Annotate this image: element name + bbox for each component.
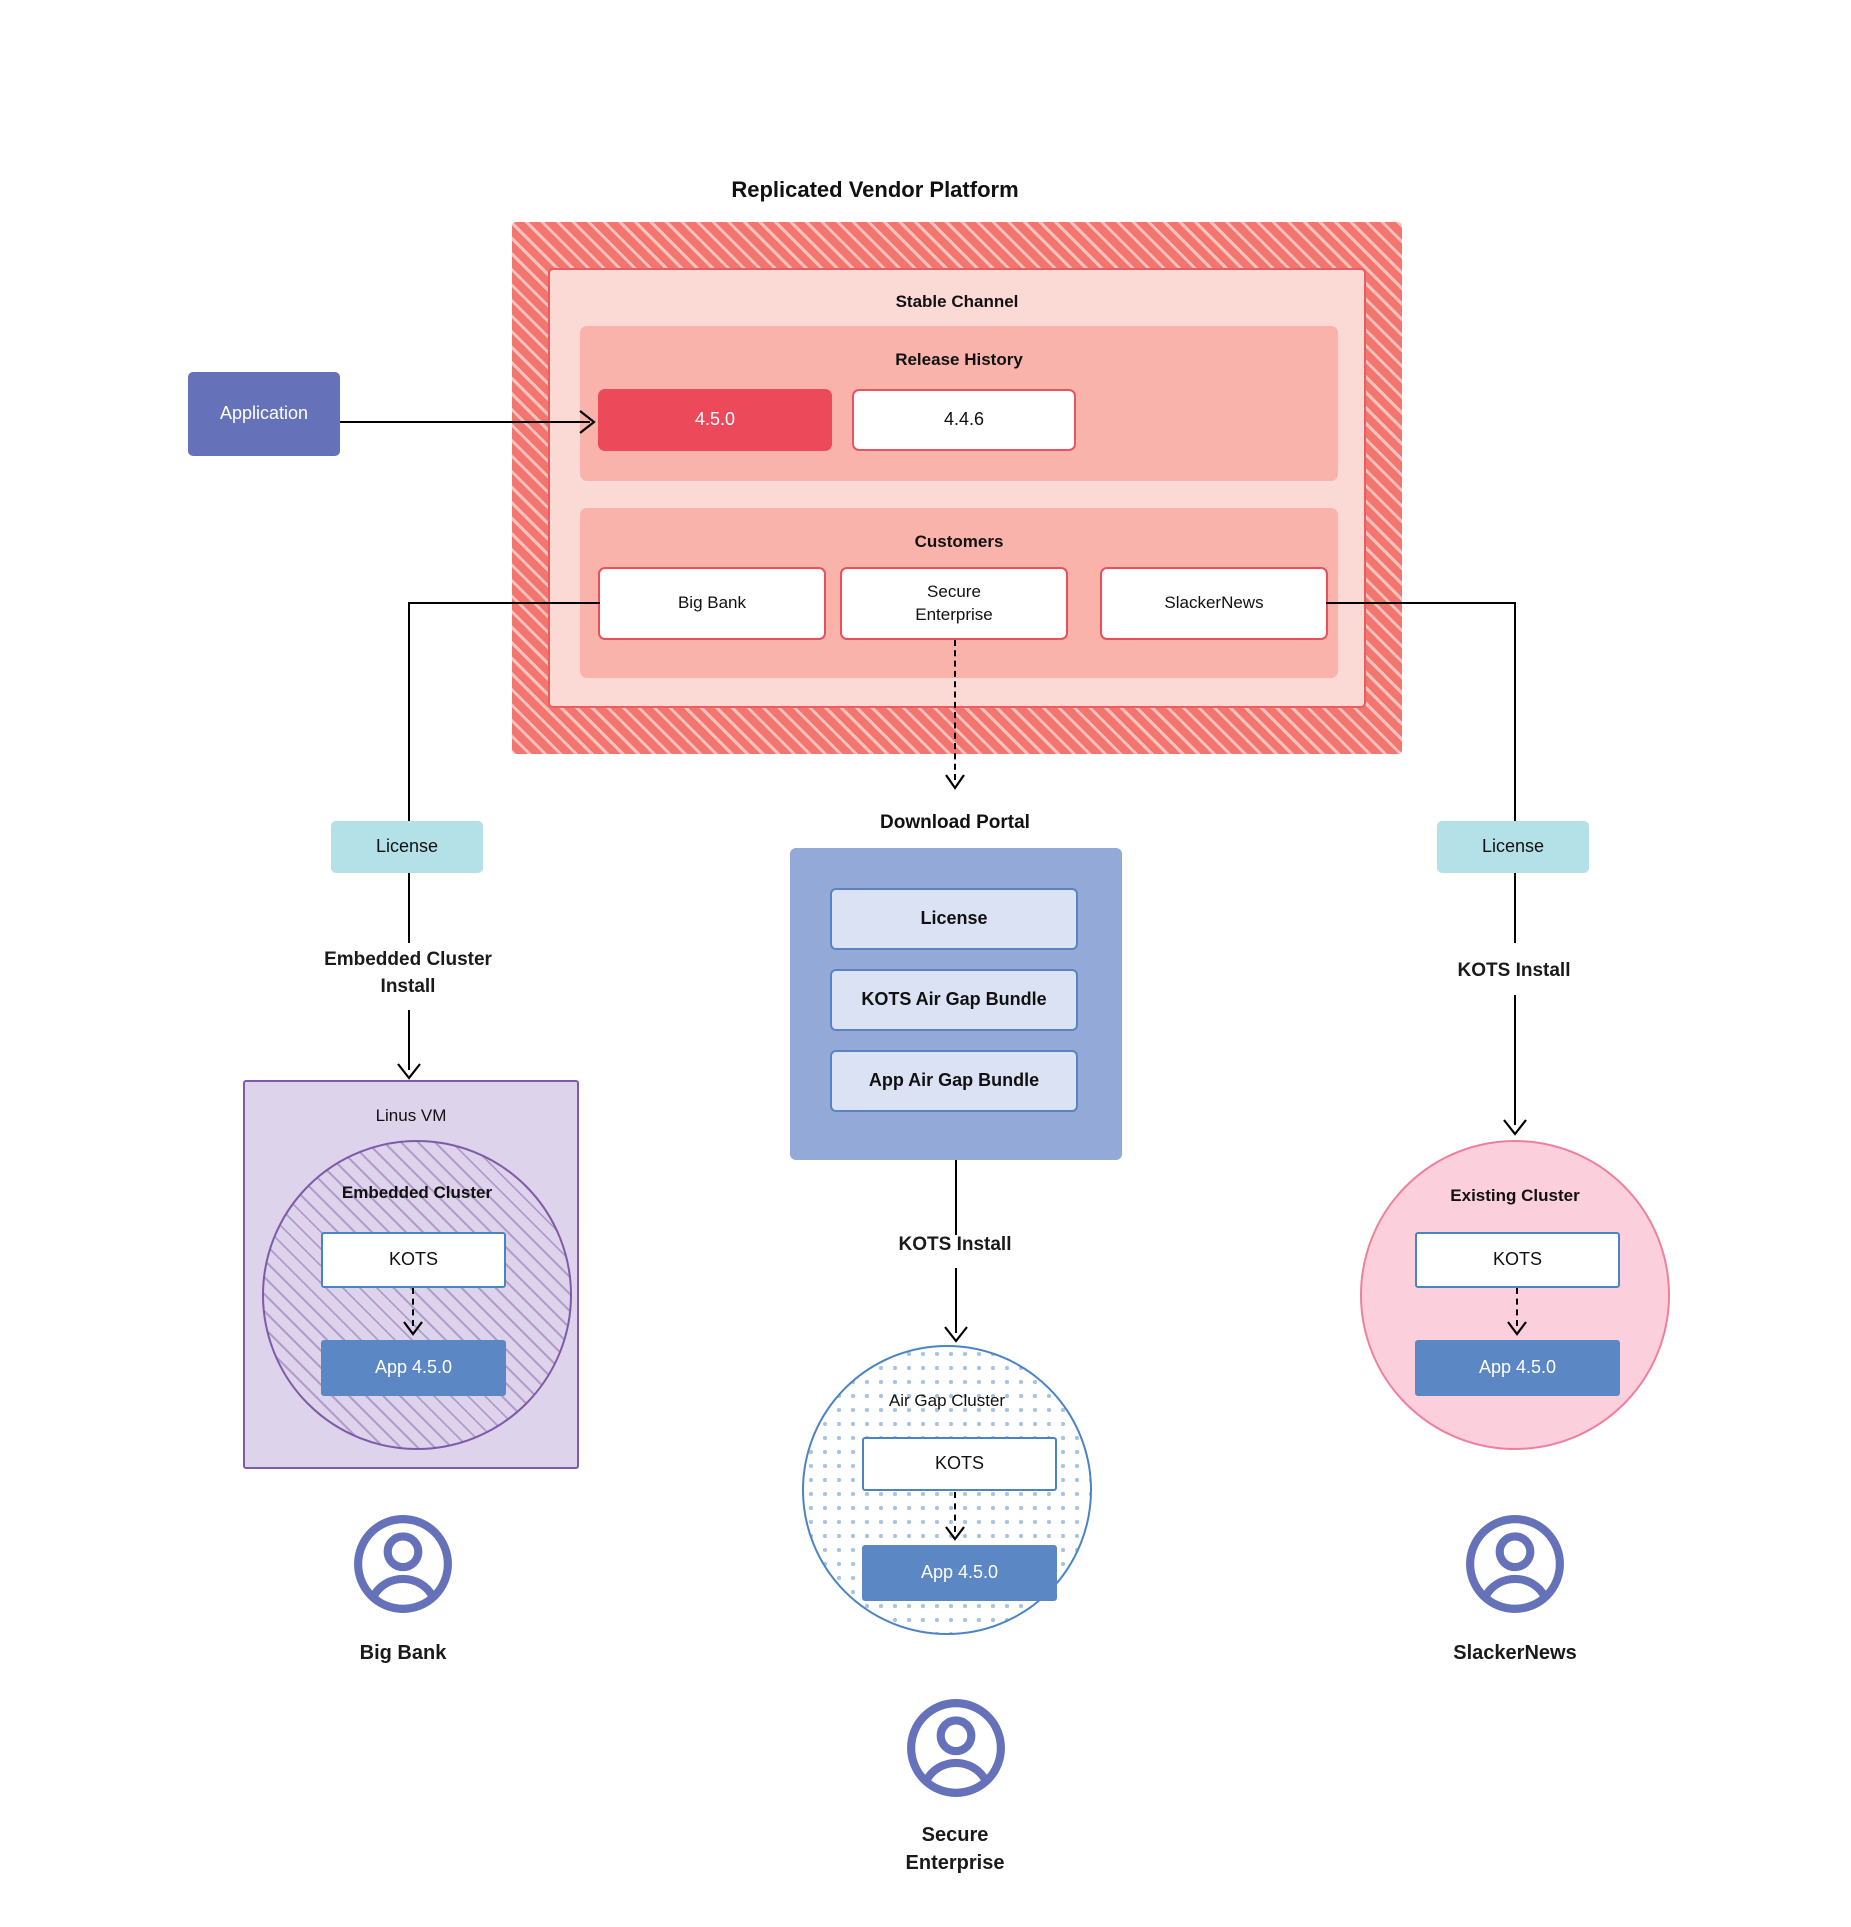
connector-kots-to-app-left — [412, 1288, 414, 1326]
customer-name-center-line2: Enterprise — [905, 1852, 1005, 1874]
customer-box-slackernews[interactable]: SlackerNews — [1100, 567, 1328, 640]
license-chip-left[interactable]: License — [331, 821, 483, 873]
app-box-center[interactable]: App 4.5.0 — [862, 1545, 1057, 1601]
user-avatar-icon — [354, 1515, 452, 1613]
arrowhead-left-to-vm — [397, 1063, 421, 1080]
license-chip-right[interactable]: License — [1437, 821, 1589, 873]
arrowhead-center-to-cluster — [944, 1326, 968, 1343]
connector-right-to-cluster — [1514, 995, 1516, 1125]
page-title: Replicated Vendor Platform — [731, 176, 1019, 202]
user-avatar-icon — [1466, 1515, 1564, 1613]
portal-item-kots-air-gap-bundle[interactable]: KOTS Air Gap Bundle — [830, 969, 1078, 1031]
user-avatar-icon — [907, 1699, 1005, 1797]
customers-label: Customers — [914, 531, 1004, 551]
connector-portal-down — [955, 1160, 957, 1235]
kots-box-left[interactable]: KOTS — [321, 1232, 506, 1288]
arrowhead-right-to-cluster — [1503, 1119, 1527, 1136]
arrowhead-kots-to-app-center — [945, 1526, 965, 1541]
connector-license-left-down — [408, 873, 410, 943]
connector-bigbank-horizontal — [408, 602, 600, 604]
app-box-right[interactable]: App 4.5.0 — [1415, 1340, 1620, 1396]
kots-box-center[interactable]: KOTS — [862, 1437, 1057, 1491]
portal-item-app-air-gap-bundle[interactable]: App Air Gap Bundle — [830, 1050, 1078, 1112]
connector-center-to-cluster — [955, 1268, 957, 1333]
customer-name-center-line1: Secure — [921, 1824, 989, 1846]
download-portal-title: Download Portal — [880, 811, 1030, 833]
release-history-label: Release History — [895, 349, 1023, 369]
connector-application-to-release — [340, 421, 590, 423]
connector-bigbank-vertical — [408, 602, 410, 850]
embedded-cluster-label: Embedded Cluster — [341, 1182, 493, 1202]
air-gap-cluster-label: Air Gap Cluster — [888, 1390, 1006, 1410]
connector-license-right-down — [1514, 873, 1516, 943]
customer-box-big-bank[interactable]: Big Bank — [598, 567, 826, 640]
connector-secure-enterprise-dashed — [954, 640, 956, 780]
arrowhead-application-to-release — [579, 410, 596, 434]
existing-cluster-label: Existing Cluster — [1450, 1185, 1580, 1205]
customer-name-left: Big Bank — [359, 1642, 447, 1664]
connector-kots-to-app-right — [1516, 1288, 1518, 1326]
application-box[interactable]: Application — [188, 372, 340, 456]
stable-channel-label: Stable Channel — [895, 291, 1019, 311]
install-label-left-line1: Embedded Cluster — [324, 948, 492, 970]
embedded-cluster-circle — [262, 1140, 572, 1450]
connector-slackernews-horizontal — [1326, 602, 1516, 604]
arrowhead-secure-enterprise-to-portal — [945, 774, 965, 790]
connector-left-to-vm — [408, 1010, 410, 1070]
arrowhead-kots-to-app-left — [403, 1321, 423, 1336]
kots-box-right[interactable]: KOTS — [1415, 1232, 1620, 1288]
linux-vm-label: Linus VM — [375, 1105, 447, 1125]
connector-slackernews-vertical — [1514, 602, 1516, 822]
release-box-current[interactable]: 4.5.0 — [598, 389, 832, 451]
release-box-previous[interactable]: 4.4.6 — [852, 389, 1076, 451]
existing-cluster-circle — [1360, 1140, 1670, 1450]
install-label-right: KOTS Install — [1457, 959, 1571, 981]
customer-box-secure-enterprise[interactable]: Secure Enterprise — [840, 567, 1068, 640]
install-label-left-line2: Install — [380, 975, 436, 997]
customer-name-right: SlackerNews — [1453, 1642, 1577, 1664]
connector-kots-to-app-center — [954, 1492, 956, 1532]
app-box-left[interactable]: App 4.5.0 — [321, 1340, 506, 1396]
arrowhead-kots-to-app-right — [1507, 1321, 1527, 1336]
portal-item-license[interactable]: License — [830, 888, 1078, 950]
install-label-center: KOTS Install — [898, 1233, 1012, 1255]
